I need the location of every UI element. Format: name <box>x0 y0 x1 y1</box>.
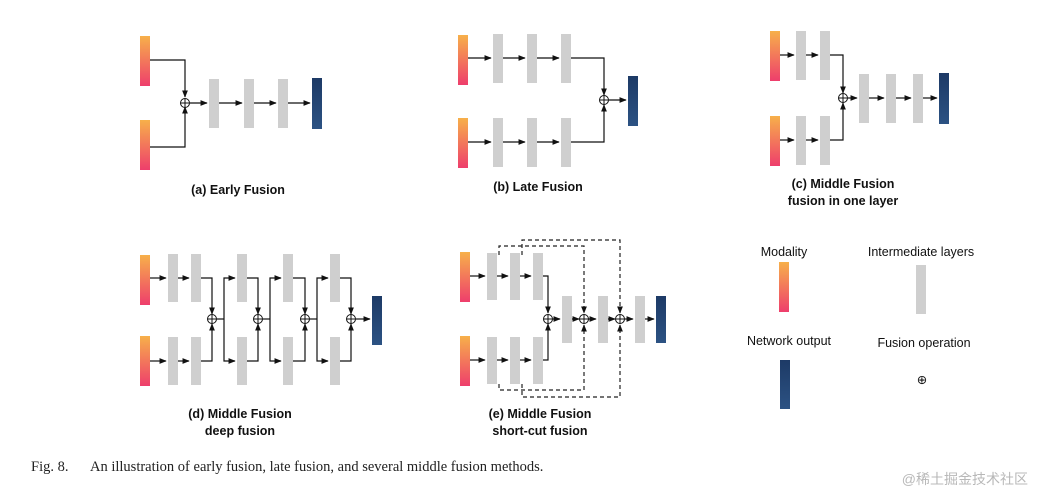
intermediate-layer <box>330 337 340 385</box>
intermediate-layer <box>533 253 543 300</box>
intermediate-layer <box>527 118 537 167</box>
watermark: @稀土掘金技术社区 <box>902 471 1028 487</box>
intermediate-layer <box>493 34 503 83</box>
panel-c-label-line2: fusion in one layer <box>788 194 899 208</box>
modality-block <box>458 118 468 168</box>
intermediate-layer <box>886 74 896 123</box>
panel-middle-fusion-one-layer: (c) Middle Fusion fusion in one layer <box>770 31 949 208</box>
shortcut-connection <box>498 324 587 391</box>
intermediate-layer <box>913 74 923 123</box>
modality-block <box>140 36 150 86</box>
caption-fig-number: Fig. 8. <box>31 459 68 475</box>
modality-block <box>140 120 150 170</box>
legend: Modality Intermediate layers Network out… <box>747 245 974 409</box>
legend-intermediate-swatch <box>916 265 926 314</box>
intermediate-layer <box>796 116 806 165</box>
intermediate-layer <box>487 253 497 300</box>
fusion-operator <box>579 314 589 324</box>
intermediate-layer <box>533 337 543 384</box>
intermediate-layer <box>598 296 608 343</box>
network-output <box>372 296 382 345</box>
panel-early-fusion: (a) Early Fusion <box>140 36 322 197</box>
legend-output-label: Network output <box>747 334 832 348</box>
shortcut-connection <box>521 239 623 314</box>
panel-d-label-line1: (d) Middle Fusion <box>188 407 291 421</box>
intermediate-layer <box>191 254 201 302</box>
intermediate-layer <box>278 79 288 128</box>
figure-caption: Fig. 8. An illustration of early fusion,… <box>31 459 543 475</box>
panel-e-label-line2: short-cut fusion <box>492 424 587 438</box>
fusion-operator <box>207 314 224 324</box>
intermediate-layer <box>635 296 645 343</box>
intermediate-layer <box>244 79 254 128</box>
intermediate-layer <box>859 74 869 123</box>
panel-e-label-line1: (e) Middle Fusion <box>489 407 592 421</box>
modality-block <box>460 336 470 386</box>
intermediate-layer <box>510 253 520 300</box>
shortcut-connection <box>521 324 623 398</box>
intermediate-layer <box>561 118 571 167</box>
intermediate-layer <box>168 337 178 385</box>
intermediate-layer <box>796 31 806 80</box>
intermediate-layer <box>237 254 247 302</box>
legend-modality-swatch <box>779 262 789 312</box>
shortcut-connection <box>498 245 587 314</box>
intermediate-layer <box>283 337 293 385</box>
network-output <box>939 73 949 124</box>
legend-fusion-label: Fusion operation <box>877 336 970 350</box>
panel-b-label: (b) Late Fusion <box>493 180 583 194</box>
intermediate-layer <box>527 34 537 83</box>
network-output <box>656 296 666 343</box>
intermediate-layer <box>493 118 503 167</box>
fusion-operator <box>615 314 625 324</box>
panel-middle-fusion-deep: (d) Middle Fusion deep fusion <box>140 254 382 438</box>
legend-intermediate-label: Intermediate layers <box>868 245 974 259</box>
network-output <box>312 78 322 129</box>
modality-block <box>770 116 780 166</box>
intermediate-layer <box>510 337 520 384</box>
fusion-operator <box>300 314 317 324</box>
fusion-operator <box>253 314 270 324</box>
panel-d-label-line2: deep fusion <box>205 424 275 438</box>
intermediate-layer <box>191 337 201 385</box>
modality-block <box>770 31 780 81</box>
legend-fusion-symbol: ⊕ <box>917 373 927 387</box>
caption-text: An illustration of early fusion, late fu… <box>90 459 543 475</box>
panel-late-fusion: (b) Late Fusion <box>458 34 638 194</box>
legend-modality-label: Modality <box>761 245 808 259</box>
intermediate-layer <box>168 254 178 302</box>
intermediate-layer <box>283 254 293 302</box>
legend-output-swatch <box>780 360 790 409</box>
intermediate-layer <box>562 296 572 343</box>
network-output <box>628 76 638 126</box>
intermediate-layer <box>237 337 247 385</box>
fusion-operator <box>346 314 356 324</box>
intermediate-layer <box>487 337 497 384</box>
intermediate-layer <box>820 31 830 80</box>
intermediate-layer <box>330 254 340 302</box>
modality-block <box>140 255 150 305</box>
modality-block <box>458 35 468 85</box>
panel-a-label: (a) Early Fusion <box>191 183 285 197</box>
fusion-operator <box>543 314 553 324</box>
modality-block <box>140 336 150 386</box>
modality-block <box>460 252 470 302</box>
panel-c-label-line1: (c) Middle Fusion <box>792 177 895 191</box>
intermediate-layer <box>561 34 571 83</box>
panel-middle-fusion-shortcut: (e) Middle Fusion short-cut fusion <box>460 239 666 438</box>
intermediate-layer <box>820 116 830 165</box>
intermediate-layer <box>209 79 219 128</box>
